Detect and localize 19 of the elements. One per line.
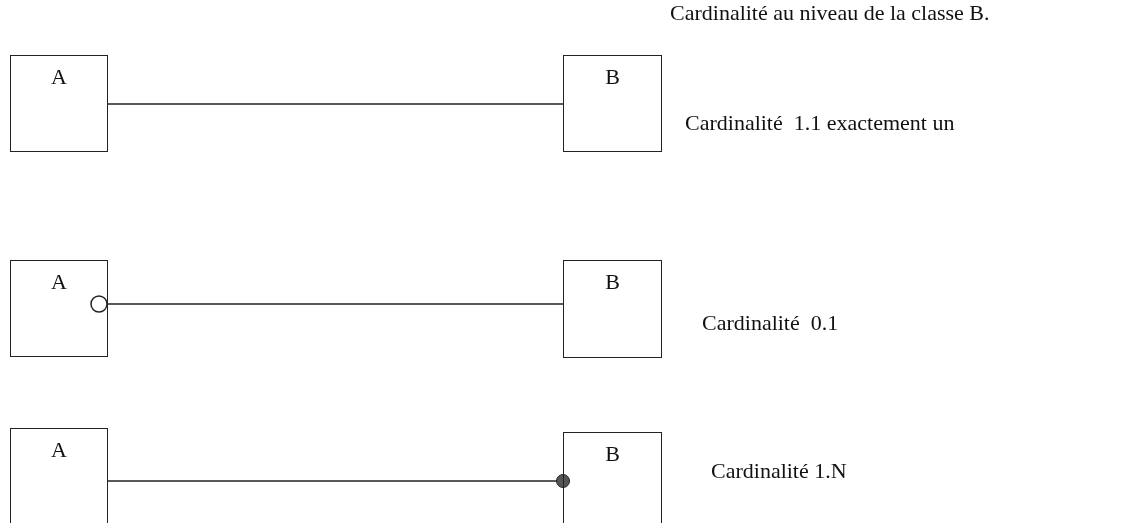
class-box xyxy=(563,432,662,523)
class-box xyxy=(10,55,108,152)
diagram-title: Cardinalité au niveau de la classe B. xyxy=(670,0,990,26)
class-box xyxy=(10,260,108,357)
cardinality-note: Cardinalité 0.1 xyxy=(702,310,839,336)
cardinality-note: Cardinalité 1.1 exactement un xyxy=(685,110,955,136)
class-box xyxy=(563,260,662,358)
connector-line xyxy=(107,474,570,488)
connector-line xyxy=(90,295,564,313)
class-name: A xyxy=(51,437,67,463)
cardinality-note: Cardinalité 1.N xyxy=(711,458,847,484)
class-name: A xyxy=(51,269,67,295)
class-box xyxy=(563,55,662,152)
class-box xyxy=(10,428,108,523)
class-name: B xyxy=(605,64,620,90)
class-name: B xyxy=(605,269,620,295)
class-name: B xyxy=(605,441,620,467)
connector-line xyxy=(107,103,564,105)
class-name: A xyxy=(51,64,67,90)
